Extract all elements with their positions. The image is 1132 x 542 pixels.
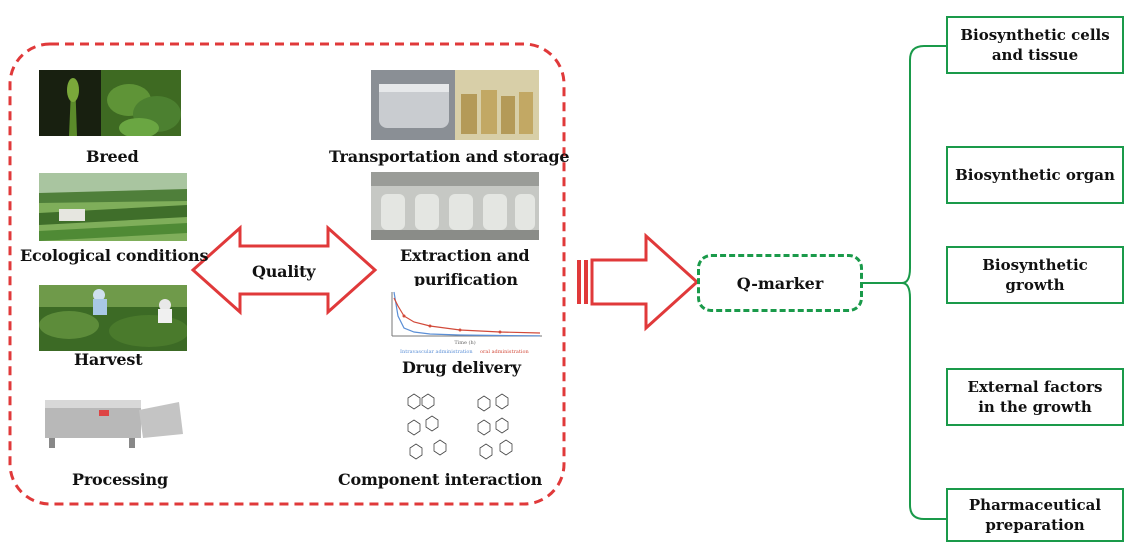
factors-dashed-frame (8, 42, 566, 506)
quality-label: Quality (252, 262, 316, 281)
drug-delivery-label: Drug delivery (402, 358, 521, 377)
drug-delivery-chart: Time (h) Intravascular administration or… (370, 286, 548, 356)
target-biosynthetic-cells-tissue: Biosynthetic cells and tissue (946, 16, 1124, 74)
breed-label: Breed (86, 147, 139, 166)
qmarker-box: Q-marker (697, 254, 863, 312)
breed-photo (39, 70, 181, 136)
component-structures-image (400, 386, 536, 464)
ecological-conditions-label: Ecological conditions (20, 246, 209, 265)
harvest-label: Harvest (74, 350, 143, 369)
ecological-photo (39, 173, 187, 241)
harvest-photo (39, 285, 187, 351)
transportation-storage-label: Transportation and storage (329, 147, 570, 166)
target-external-factors: External factors in the growth (946, 368, 1124, 426)
mini-chart-legend-1: Intravascular administration (400, 349, 473, 355)
extraction-label-line1: Extraction and (400, 246, 530, 265)
mini-chart-xlabel: Time (h) (454, 339, 475, 346)
target-biosynthetic-growth: Biosynthetic growth (946, 246, 1124, 304)
main-arrow (577, 232, 700, 332)
target-pharmaceutical-preparation: Pharmaceutical preparation (946, 488, 1124, 542)
target-biosynthetic-organ: Biosynthetic organ (946, 146, 1124, 204)
processing-photo (39, 380, 187, 450)
mini-chart-legend-2: oral administration (480, 349, 529, 355)
processing-label: Processing (72, 470, 168, 489)
component-interaction-label: Component interaction (338, 470, 542, 489)
extraction-photo (371, 172, 539, 240)
quality-double-arrow (190, 224, 378, 316)
extraction-label-line2: purification (414, 270, 518, 289)
green-brace (901, 45, 946, 520)
transportation-storage-photo (371, 70, 539, 140)
